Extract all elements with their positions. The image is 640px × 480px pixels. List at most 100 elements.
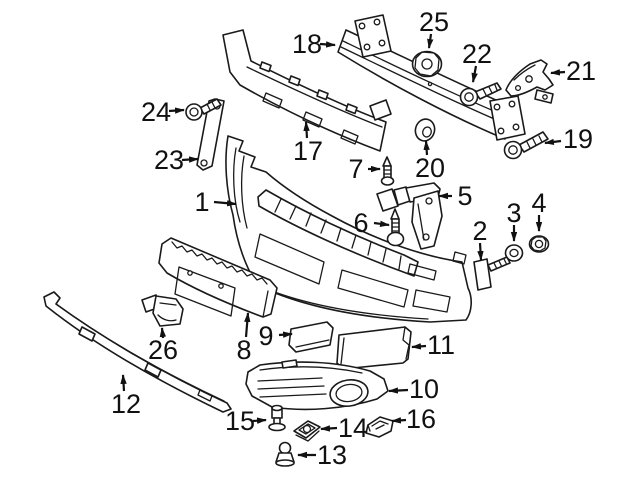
callout-number-15: 15 bbox=[225, 406, 255, 436]
callout-1: 1 bbox=[194, 187, 237, 217]
callout-3: 3 bbox=[506, 198, 522, 242]
callout-arrow-6 bbox=[373, 220, 390, 227]
part-25-flange-nut-drawing bbox=[411, 50, 443, 78]
callout-number-8: 8 bbox=[236, 335, 251, 365]
callout-arrow-25 bbox=[427, 33, 434, 49]
callout-number-18: 18 bbox=[292, 29, 322, 59]
callout-18: 18 bbox=[292, 29, 336, 59]
part-3-washer-drawing bbox=[504, 244, 524, 262]
callout-15: 15 bbox=[225, 406, 267, 436]
callout-arrow-1 bbox=[213, 199, 237, 207]
callout-number-4: 4 bbox=[531, 188, 546, 218]
callout-11: 11 bbox=[411, 330, 455, 360]
part-22-bolt-drawing bbox=[459, 82, 502, 107]
callout-number-14: 14 bbox=[338, 413, 368, 443]
callout-number-7: 7 bbox=[348, 154, 363, 184]
callout-number-22: 22 bbox=[462, 39, 492, 69]
callout-7: 7 bbox=[348, 154, 381, 184]
part-26-parking-sensor-drawing bbox=[141, 294, 184, 327]
part-8-license-filler-drawing bbox=[158, 237, 278, 318]
callout-4: 4 bbox=[531, 188, 547, 232]
part-21-bracket-drawing bbox=[505, 59, 554, 104]
part-23-brace-drawing bbox=[196, 98, 225, 171]
callout-number-13: 13 bbox=[317, 440, 347, 470]
part-9-cover-plate-drawing bbox=[288, 321, 334, 353]
callout-number-20: 20 bbox=[415, 153, 445, 183]
callout-number-9: 9 bbox=[258, 321, 273, 351]
callout-number-24: 24 bbox=[141, 97, 171, 127]
part-15-screw-drawing bbox=[268, 404, 286, 432]
callout-number-21: 21 bbox=[566, 56, 596, 86]
part-11-trim-plate-drawing bbox=[336, 326, 412, 370]
part-20-grommet-drawing bbox=[414, 118, 436, 142]
callout-number-5: 5 bbox=[457, 181, 472, 211]
callout-number-19: 19 bbox=[563, 124, 593, 154]
callout-23: 23 bbox=[154, 145, 199, 175]
part-14-clip-nut-drawing bbox=[293, 420, 321, 442]
callout-9: 9 bbox=[258, 321, 293, 351]
callout-number-23: 23 bbox=[154, 145, 184, 175]
part-10-fog-grille-drawing bbox=[245, 359, 389, 411]
callout-10: 10 bbox=[388, 374, 439, 404]
callout-arrow-16 bbox=[391, 417, 407, 424]
callout-arrow-20 bbox=[423, 140, 430, 156]
callout-number-26: 26 bbox=[148, 335, 178, 365]
callout-number-6: 6 bbox=[353, 208, 368, 238]
callout-20: 20 bbox=[415, 140, 445, 183]
callout-arrow-17 bbox=[303, 121, 310, 139]
callout-17: 17 bbox=[293, 121, 323, 166]
part-2-bolt-drawing bbox=[473, 256, 511, 291]
callout-arrow-15 bbox=[252, 417, 267, 424]
callout-arrow-23 bbox=[181, 156, 199, 163]
part-16-clip-drawing bbox=[365, 416, 394, 438]
callout-arrow-9 bbox=[278, 331, 293, 338]
part-7-push-clip-drawing bbox=[380, 156, 395, 186]
callout-arrow-11 bbox=[411, 343, 427, 350]
callout-arrow-26 bbox=[159, 327, 167, 339]
callout-number-11: 11 bbox=[427, 330, 455, 360]
callout-arrow-8 bbox=[244, 312, 251, 338]
part-4-flange-nut-drawing bbox=[528, 235, 550, 253]
part-24-bolt-drawing bbox=[185, 98, 222, 121]
callout-arrow-21 bbox=[550, 69, 566, 76]
callout-number-3: 3 bbox=[506, 198, 521, 228]
callout-number-16: 16 bbox=[406, 404, 436, 434]
callout-arrow-10 bbox=[388, 387, 409, 394]
callout-arrow-2 bbox=[477, 242, 484, 261]
callout-19: 19 bbox=[544, 124, 593, 154]
callout-25: 25 bbox=[419, 7, 449, 49]
callout-14: 14 bbox=[320, 413, 368, 443]
callout-arrow-24 bbox=[168, 107, 185, 114]
part-6-screw-drawing bbox=[386, 208, 405, 247]
callout-arrow-19 bbox=[544, 138, 562, 146]
callout-6: 6 bbox=[353, 208, 390, 238]
callout-24: 24 bbox=[141, 97, 185, 127]
callout-21: 21 bbox=[550, 56, 596, 86]
callout-13: 13 bbox=[297, 440, 347, 470]
part-18-impact-bar-drawing bbox=[337, 14, 526, 141]
part-13-grommet-drawing bbox=[275, 441, 295, 467]
callout-5: 5 bbox=[438, 181, 473, 211]
callout-arrow-18 bbox=[319, 41, 336, 48]
callout-22: 22 bbox=[462, 39, 492, 83]
part-1-bumper-cover-drawing bbox=[225, 135, 472, 323]
part-19-bolt-drawing bbox=[503, 131, 549, 160]
callout-number-1: 1 bbox=[194, 187, 209, 217]
callout-26: 26 bbox=[148, 327, 178, 365]
callout-arrow-14 bbox=[320, 425, 338, 432]
callout-arrow-22 bbox=[471, 65, 478, 83]
callout-number-25: 25 bbox=[419, 7, 449, 37]
callout-number-2: 2 bbox=[472, 216, 487, 246]
part-17-energy-absorber-drawing bbox=[222, 29, 392, 152]
part-12-spoiler-drawing bbox=[43, 291, 232, 413]
callout-16: 16 bbox=[391, 404, 436, 434]
callout-12: 12 bbox=[111, 374, 141, 419]
part-5-bracket-drawing bbox=[376, 182, 443, 250]
callout-number-17: 17 bbox=[293, 136, 323, 166]
callout-2: 2 bbox=[472, 216, 488, 261]
callout-arrow-12 bbox=[120, 374, 127, 392]
callout-8: 8 bbox=[236, 312, 252, 365]
